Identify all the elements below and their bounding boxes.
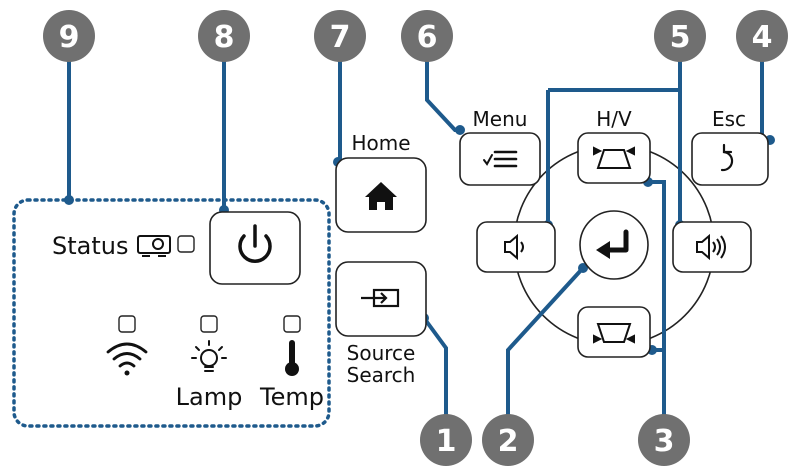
source-search-button[interactable] bbox=[335, 261, 427, 337]
esc-button[interactable] bbox=[691, 132, 769, 186]
source-icon bbox=[361, 288, 400, 308]
svg-text:1: 1 bbox=[436, 424, 457, 459]
power-icon bbox=[238, 224, 272, 263]
wifi-icon bbox=[106, 342, 148, 376]
wireless-indicator-led bbox=[118, 315, 136, 333]
svg-text:6: 6 bbox=[417, 20, 438, 55]
home-icon bbox=[365, 182, 397, 210]
svg-text:5: 5 bbox=[670, 20, 691, 55]
esc-label: Esc bbox=[712, 107, 746, 131]
svg-text:9: 9 bbox=[59, 20, 80, 55]
callout-8: 8 bbox=[198, 10, 250, 62]
keystone-up-button[interactable] bbox=[577, 132, 651, 184]
keystone-down-button[interactable] bbox=[577, 306, 651, 358]
hv-label: H/V bbox=[596, 107, 632, 131]
menu-icon bbox=[483, 150, 518, 168]
home-button[interactable] bbox=[335, 157, 427, 233]
keystone-down-icon bbox=[593, 323, 635, 344]
lamp-icon bbox=[191, 340, 227, 372]
status-indicator-led bbox=[177, 235, 195, 253]
search-label: Search bbox=[347, 363, 416, 387]
enter-icon bbox=[596, 229, 629, 259]
volume-down-icon bbox=[504, 233, 524, 261]
callout-9: 9 bbox=[43, 10, 95, 62]
volume-up-icon bbox=[696, 233, 726, 261]
callout-5: 5 bbox=[654, 10, 706, 62]
lamp-indicator-led bbox=[200, 315, 218, 333]
callout-6: 6 bbox=[401, 10, 453, 62]
svg-text:2: 2 bbox=[498, 424, 519, 459]
svg-text:8: 8 bbox=[214, 20, 235, 55]
indicator-group-border bbox=[12, 198, 331, 428]
callout-3: 3 bbox=[638, 414, 690, 466]
temp-label: Temp bbox=[259, 383, 324, 411]
menu-button[interactable] bbox=[459, 132, 541, 186]
menu-label: Menu bbox=[473, 107, 528, 131]
callout-4: 4 bbox=[736, 10, 788, 62]
svg-text:7: 7 bbox=[330, 20, 351, 55]
volume-up-button[interactable] bbox=[672, 221, 752, 273]
volume-down-button[interactable] bbox=[476, 221, 556, 273]
lamp-label: Lamp bbox=[176, 383, 243, 411]
esc-icon bbox=[720, 143, 734, 172]
temp-indicator-led bbox=[283, 315, 301, 333]
thermometer-icon bbox=[285, 340, 299, 376]
callout-1: 1 bbox=[420, 414, 472, 466]
svg-text:3: 3 bbox=[654, 424, 675, 459]
enter-button[interactable] bbox=[579, 210, 649, 280]
callout-2: 2 bbox=[482, 414, 534, 466]
svg-text:4: 4 bbox=[752, 20, 773, 55]
status-label: Status bbox=[52, 232, 128, 260]
source-label: Source bbox=[347, 341, 416, 365]
home-label: Home bbox=[351, 131, 410, 155]
power-button[interactable] bbox=[209, 211, 301, 285]
projector-icon bbox=[137, 235, 171, 257]
leader-lines bbox=[64, 36, 775, 430]
callout-7: 7 bbox=[314, 10, 366, 62]
keystone-up-icon bbox=[593, 146, 635, 169]
